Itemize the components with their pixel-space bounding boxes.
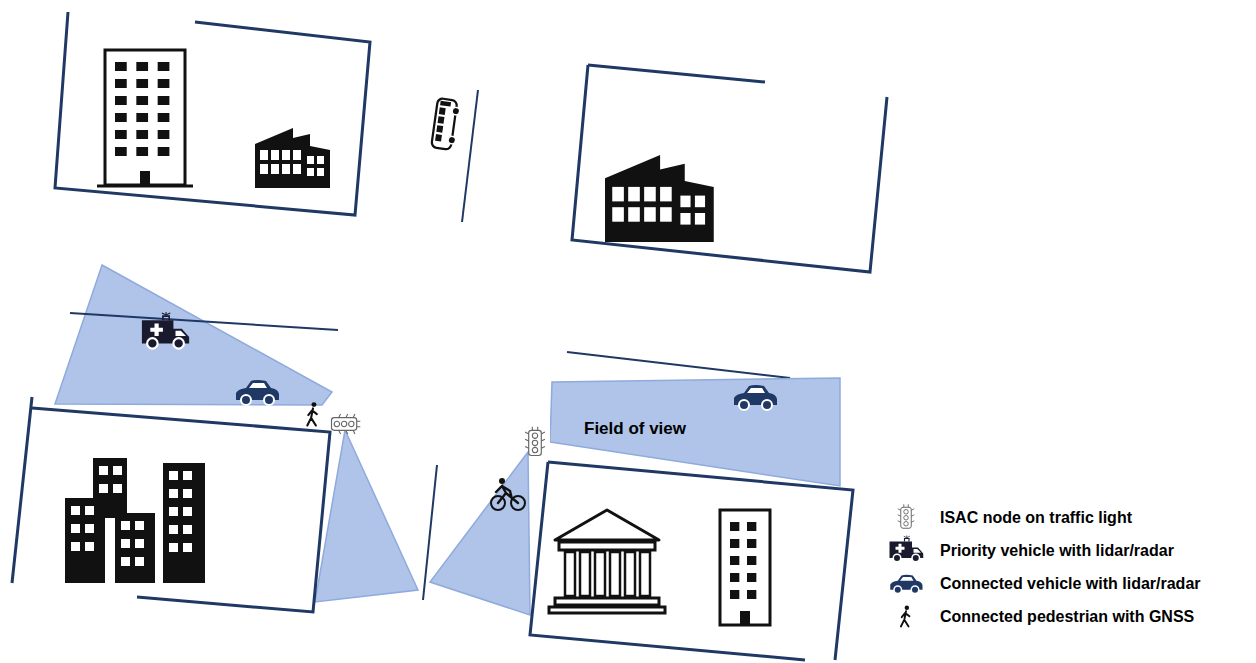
fields-of-view — [55, 265, 530, 615]
building-icon — [97, 50, 193, 186]
street-line — [70, 313, 338, 330]
field-of-view: Field of view — [550, 376, 842, 488]
isac-traffic-light — [332, 414, 361, 434]
cyclist-icon — [491, 478, 525, 510]
icons — [65, 50, 923, 627]
ambulance-icon — [890, 536, 924, 562]
street-line — [588, 65, 765, 82]
region-label: Field of view — [584, 419, 686, 439]
street-line — [530, 462, 805, 660]
pedestrian-icon — [901, 606, 910, 627]
street-line — [548, 462, 853, 660]
legend-entry: Priority vehicle with lidar/radar — [940, 538, 1201, 571]
car-icon — [890, 575, 922, 594]
car-icon — [734, 385, 777, 410]
building-cluster-icon — [65, 458, 205, 583]
street-lines — [12, 12, 887, 660]
legend-entry: Connected pedestrian with GNSS — [940, 604, 1201, 637]
field-of-view — [430, 452, 530, 615]
building-icon — [605, 155, 714, 242]
street-line — [567, 352, 790, 378]
street-line — [32, 408, 330, 612]
legend-entry: Connected vehicle with lidar/radar — [940, 571, 1201, 604]
street-line — [423, 465, 437, 600]
museum-icon — [549, 510, 665, 613]
pedestrian-icon — [307, 402, 317, 425]
street-line — [572, 65, 887, 272]
bus-icon — [431, 98, 461, 150]
legend: ISAC node on traffic lightPriority vehic… — [940, 505, 1201, 637]
street-line — [55, 12, 370, 215]
legend-entry: ISAC node on traffic light — [940, 505, 1201, 538]
field-of-view-area — [550, 378, 840, 486]
ambulance-icon — [142, 312, 189, 349]
street-line — [462, 90, 478, 222]
isac-traffic-light — [525, 427, 545, 456]
street-line — [12, 397, 32, 583]
isac-traffic-light — [898, 504, 915, 528]
building-icon — [255, 128, 330, 188]
car-icon — [236, 380, 279, 405]
field-of-view — [55, 265, 332, 405]
building-icon — [720, 510, 770, 625]
field-of-view — [315, 430, 418, 602]
